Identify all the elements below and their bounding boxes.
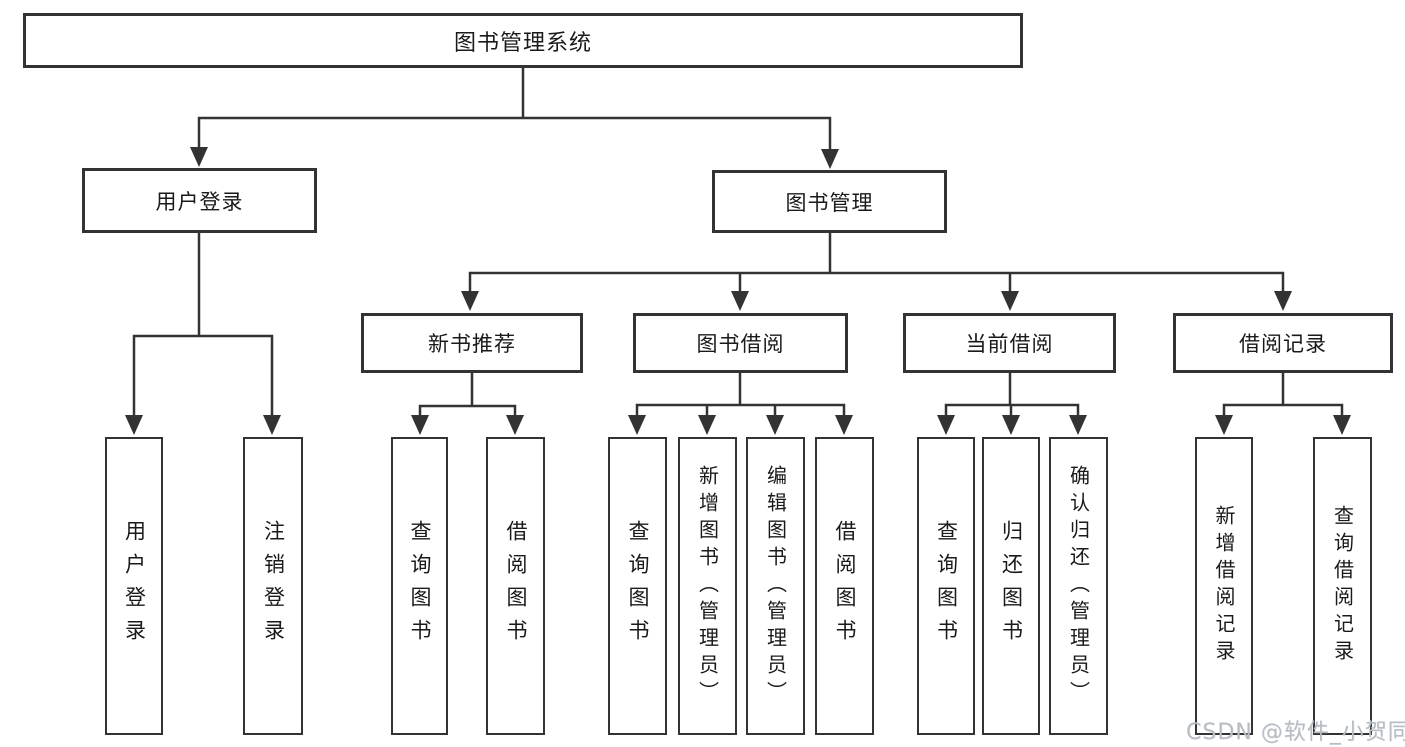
leaf-borrow-books-recommend-label: 借阅图书 (504, 520, 528, 652)
node-new-book-recommend-label: 新书推荐 (428, 332, 516, 356)
leaf-borrow-books-label: 借阅图书 (833, 520, 857, 652)
leaf-user-login-label: 用户登录 (122, 520, 147, 652)
node-book-management-label: 图书管理 (785, 190, 874, 215)
node-root: 图书管理系统 (23, 13, 1023, 68)
node-current-borrow: 当前借阅 (903, 313, 1116, 373)
leaf-user-login: 用户登录 (105, 437, 163, 735)
leaf-add-book-admin: 新增图书（管理员） (678, 437, 737, 735)
leaf-edit-book-admin-label: 编辑图书（管理员） (763, 464, 788, 708)
leaf-query-books-current: 查询图书 (917, 437, 975, 735)
leaf-logout: 注销登录 (243, 437, 303, 735)
node-user-login-label: 用户登录 (155, 189, 244, 214)
arrowheads (125, 147, 1351, 435)
leaf-confirm-return-admin: 确认归还（管理员） (1049, 437, 1108, 735)
leaf-return-books: 归还图书 (982, 437, 1040, 735)
leaf-query-books-current-label: 查询图书 (934, 520, 959, 652)
leaf-query-borrow-record: 查询借阅记录 (1313, 437, 1372, 735)
leaf-logout-label: 注销登录 (261, 520, 286, 652)
leaf-edit-book-admin: 编辑图书（管理员） (746, 437, 805, 735)
node-root-label: 图书管理系统 (453, 30, 592, 56)
leaf-query-books-borrow-label: 查询图书 (626, 520, 650, 652)
leaf-query-books-borrow: 查询图书 (608, 437, 667, 735)
node-borrow-records-label: 借阅记录 (1239, 332, 1327, 356)
leaf-borrow-books: 借阅图书 (815, 437, 874, 735)
node-book-borrow: 图书借阅 (633, 313, 848, 373)
leaf-add-borrow-record-label: 新增借阅记录 (1212, 505, 1236, 667)
node-book-borrow-label: 图书借阅 (696, 332, 785, 356)
leaf-query-borrow-record-label: 查询借阅记录 (1330, 505, 1355, 667)
leaf-return-books-label: 归还图书 (999, 520, 1024, 652)
leaf-query-books-recommend: 查询图书 (391, 437, 448, 735)
node-current-borrow-label: 当前借阅 (965, 332, 1054, 356)
node-book-management: 图书管理 (712, 170, 947, 233)
leaf-borrow-books-recommend: 借阅图书 (486, 437, 545, 735)
csdn-watermark: CSDN @软件_小贺同学 (1186, 720, 1405, 745)
node-borrow-records: 借阅记录 (1173, 313, 1393, 373)
leaf-add-borrow-record: 新增借阅记录 (1195, 437, 1253, 735)
leaf-query-books-recommend-label: 查询图书 (408, 520, 432, 652)
connector-paths (132, 68, 1344, 419)
node-new-book-recommend: 新书推荐 (361, 313, 583, 373)
leaf-confirm-return-admin-label: 确认归还（管理员） (1066, 464, 1091, 708)
leaf-add-book-admin-label: 新增图书（管理员） (695, 464, 720, 708)
node-user-login: 用户登录 (82, 168, 317, 233)
